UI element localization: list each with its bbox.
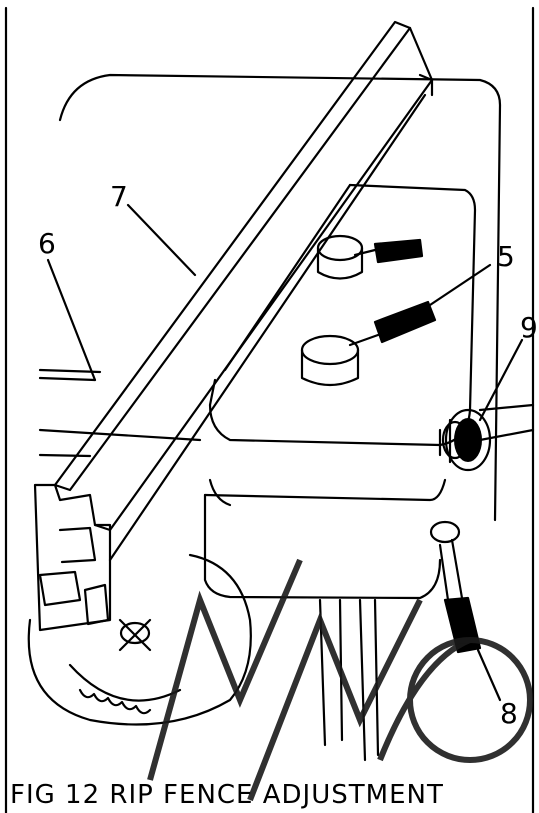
figure-caption: FIG 12 RIP FENCE ADJUSTMENT — [10, 780, 444, 810]
fence-extrusion — [33, 20, 434, 632]
fence-head — [203, 183, 477, 600]
leader-5 — [428, 263, 492, 307]
callout-9: 9 — [520, 311, 538, 344]
callout-7: 7 — [110, 180, 128, 213]
table-rail-left — [38, 428, 202, 458]
rail-right — [478, 403, 535, 442]
table-edge-left — [38, 368, 102, 382]
callout-8: 8 — [500, 697, 518, 730]
leader-7 — [126, 203, 197, 277]
leader-8 — [476, 648, 502, 702]
leader-9 — [478, 338, 524, 422]
leader-6 — [46, 258, 97, 382]
callout-6: 6 — [38, 227, 56, 260]
table-top-outline — [58, 73, 502, 522]
callout-5: 5 — [497, 240, 515, 273]
handwheel — [27, 553, 252, 726]
